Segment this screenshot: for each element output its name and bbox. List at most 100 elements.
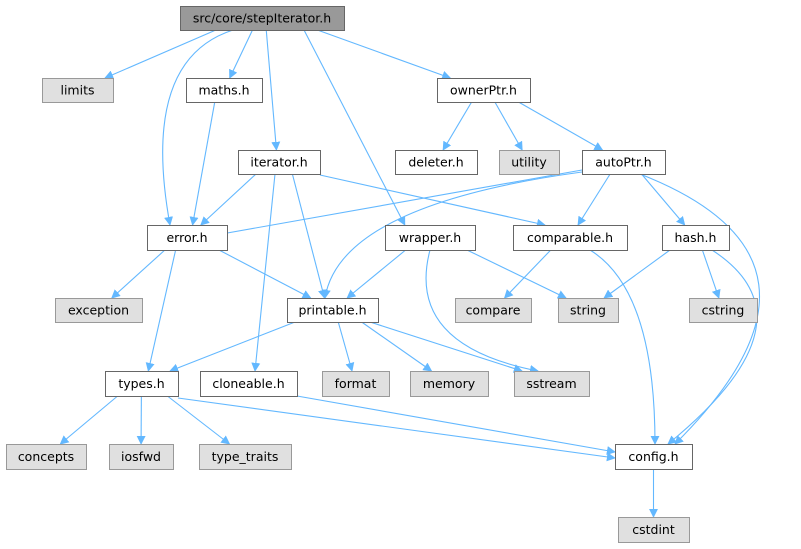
node-box bbox=[618, 517, 690, 543]
node-label: src/core/stepIterator.h bbox=[193, 11, 331, 26]
node-label: error.h bbox=[166, 230, 207, 245]
node-type-traits: type_traits bbox=[199, 444, 292, 470]
node-types[interactable]: types.h bbox=[105, 371, 179, 397]
edge-ownerPtr-to-deleter bbox=[442, 101, 473, 151]
node-label: iterator.h bbox=[250, 155, 307, 170]
node-label: hash.h bbox=[675, 230, 717, 245]
edge-autoPtr-to-config bbox=[639, 173, 760, 445]
node-box bbox=[499, 150, 560, 175]
node-box bbox=[322, 371, 390, 397]
node-cstdint: cstdint bbox=[618, 517, 690, 543]
node-label: autoPtr.h bbox=[595, 155, 651, 170]
edge-types-to-type_traits bbox=[167, 395, 231, 445]
node-label: exception bbox=[68, 303, 129, 318]
edge-comparable-to-config bbox=[589, 249, 660, 445]
edge-types-to-config bbox=[177, 397, 616, 462]
edge-autoPtr-to-hash bbox=[641, 173, 686, 226]
node-box bbox=[186, 78, 263, 103]
node-autoPtr[interactable]: autoPtr.h bbox=[582, 150, 666, 175]
edges bbox=[59, 29, 760, 518]
node-label: printable.h bbox=[298, 303, 366, 318]
node-label: cstring bbox=[702, 303, 745, 318]
node-box bbox=[615, 444, 693, 470]
node-box bbox=[385, 225, 476, 251]
node-hash[interactable]: hash.h bbox=[662, 225, 730, 251]
edge-hash-to-string bbox=[603, 249, 671, 299]
node-iterator[interactable]: iterator.h bbox=[238, 150, 321, 175]
node-box bbox=[410, 371, 489, 397]
node-wrapper[interactable]: wrapper.h bbox=[385, 225, 476, 251]
edge-error-to-printable bbox=[218, 249, 312, 299]
edge-error-to-types bbox=[145, 249, 177, 372]
node-box bbox=[513, 225, 628, 251]
edge-types-to-concepts bbox=[59, 395, 118, 445]
node-box bbox=[6, 444, 87, 470]
node-label: ownerPtr.h bbox=[450, 83, 517, 98]
node-box bbox=[582, 150, 666, 175]
node-box bbox=[147, 225, 228, 251]
edge-iterator-to-comparable bbox=[319, 174, 546, 228]
node-memory: memory bbox=[410, 371, 489, 397]
edge-wrapper-to-printable bbox=[346, 249, 406, 299]
node-format: format bbox=[322, 371, 390, 397]
edge-autoPtr-to-error bbox=[215, 169, 583, 239]
edge-iterator-to-error bbox=[200, 173, 257, 226]
node-printable[interactable]: printable.h bbox=[287, 298, 379, 323]
edge-stepIterator-to-error bbox=[162, 29, 234, 226]
node-box bbox=[105, 371, 179, 397]
node-label: config.h bbox=[628, 449, 678, 464]
edge-stepIterator-to-limits bbox=[104, 29, 217, 79]
node-config[interactable]: config.h bbox=[615, 444, 693, 470]
edge-stepIterator-to-iterator bbox=[265, 29, 281, 151]
node-exception: exception bbox=[55, 298, 143, 323]
edge-ownerPtr-to-utility bbox=[494, 101, 523, 151]
node-sstream: sstream bbox=[514, 371, 590, 397]
edge-cloneable-to-config bbox=[296, 395, 616, 456]
node-box bbox=[287, 298, 379, 323]
node-box bbox=[455, 298, 532, 323]
edge-printable-to-memory bbox=[361, 321, 433, 372]
edge-stepIterator-to-wrapper bbox=[303, 29, 406, 226]
edge-printable-to-types bbox=[169, 321, 296, 373]
edge-wrapper-to-string bbox=[466, 249, 567, 299]
edge-error-to-exception bbox=[111, 249, 166, 299]
node-box bbox=[109, 444, 174, 470]
edge-autoPtr-to-comparable bbox=[577, 173, 611, 226]
edge-maths-to-error bbox=[189, 101, 216, 226]
node-maths[interactable]: maths.h bbox=[186, 78, 263, 103]
node-label: compare bbox=[466, 303, 521, 318]
node-cstring: cstring bbox=[689, 298, 758, 323]
node-deleter[interactable]: deleter.h bbox=[395, 150, 478, 175]
node-cloneable[interactable]: cloneable.h bbox=[200, 371, 298, 397]
node-label: type_traits bbox=[212, 449, 279, 464]
edge-printable-to-format bbox=[337, 321, 355, 372]
node-label: deleter.h bbox=[408, 155, 463, 170]
node-label: utility bbox=[511, 155, 547, 170]
node-stepIterator[interactable]: src/core/stepIterator.h bbox=[180, 6, 345, 31]
node-error[interactable]: error.h bbox=[147, 225, 228, 251]
node-box bbox=[200, 371, 298, 397]
edge-iterator-to-cloneable bbox=[251, 173, 276, 372]
node-comparable[interactable]: comparable.h bbox=[513, 225, 628, 251]
node-label: types.h bbox=[118, 376, 164, 391]
edge-hash-to-cstring bbox=[701, 249, 721, 299]
node-box bbox=[55, 298, 143, 323]
edge-iterator-to-printable bbox=[291, 173, 327, 299]
node-box bbox=[514, 371, 590, 397]
node-box bbox=[42, 78, 114, 103]
node-box bbox=[437, 78, 531, 103]
node-label: cstdint bbox=[632, 522, 675, 537]
node-label: comparable.h bbox=[527, 230, 613, 245]
node-box bbox=[199, 444, 292, 470]
edge-hash-to-config bbox=[667, 249, 758, 445]
node-label: limits bbox=[60, 83, 94, 98]
node-label: iosfwd bbox=[121, 449, 161, 464]
node-label: cloneable.h bbox=[212, 376, 284, 391]
node-label: format bbox=[335, 376, 377, 391]
edge-stepIterator-to-maths bbox=[229, 29, 253, 79]
node-box bbox=[689, 298, 758, 323]
node-ownerPtr[interactable]: ownerPtr.h bbox=[437, 78, 531, 103]
node-box bbox=[558, 298, 619, 323]
edge-wrapper-to-sstream bbox=[425, 249, 539, 374]
